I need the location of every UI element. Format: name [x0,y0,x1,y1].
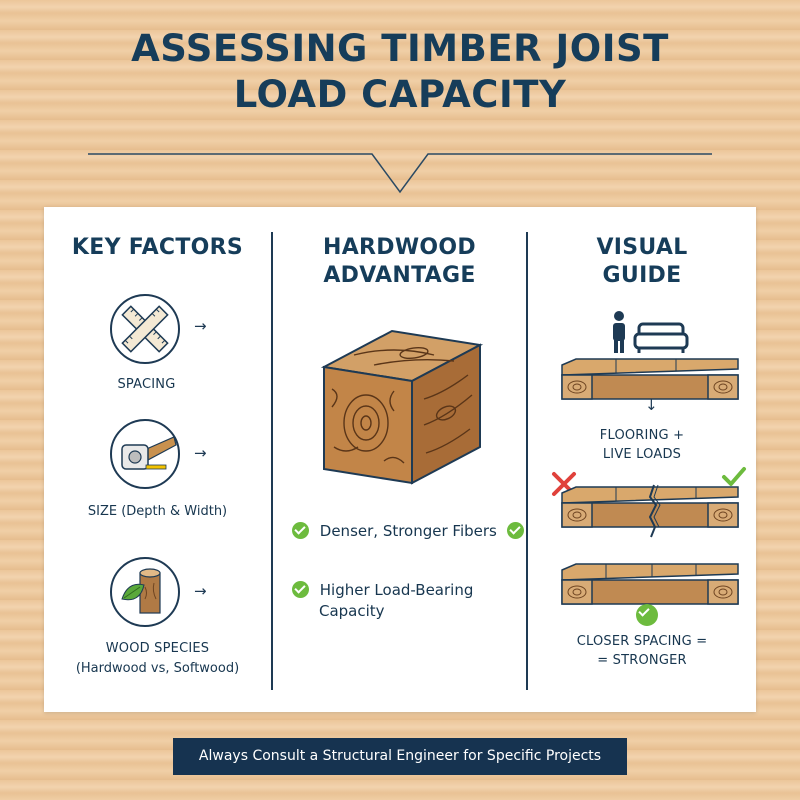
species-label-line-1: WOOD SPECIES [105,641,210,656]
visual-guide-heading-line-2: GUIDE [602,263,682,288]
size-arrow-icon: → [194,444,207,462]
content-card: KEY FACTORS → SPACING [44,207,756,712]
spacing-arrow-icon: → [194,317,207,335]
column-divider-2 [526,232,528,690]
spacing-cross-icon [110,294,180,364]
visual-guide-heading: VISUAL GUIDE [528,234,756,290]
benefit-row-1: Denser, Stronger Fibers [292,521,524,542]
column-divider-1 [271,232,273,690]
check-icon [292,522,309,539]
log-leaf-icon [110,557,180,627]
species-label-line-2: (Hardwood vs, Softwood) [75,661,240,676]
check-icon [292,581,309,598]
floor-joists-loaded-icon [561,358,739,400]
hardwood-heading-line-2: ADVANTAGE [323,263,476,288]
benefit-2-text-line-1: Higher Load-Bearing [319,581,474,599]
result-label-line-1: CLOSER SPACING = [576,634,708,649]
page-title: ASSESSING TIMBER JOIST LOAD CAPACITY [0,26,800,118]
hardwood-block-icon [320,329,484,485]
check-icon [506,522,524,539]
floor-joists-close-spacing-icon [561,563,739,605]
species-arrow-icon: → [194,582,207,600]
key-factors-heading: KEY FACTORS [71,235,244,260]
spacing-label: SPACING [117,377,176,392]
check-icon [636,604,658,626]
footer-banner: Always Consult a Structural Engineer for… [173,738,627,775]
hardwood-heading: HARDWOOD ADVANTAGE [273,234,526,290]
benefit-2-text-line-2: Capacity [319,602,385,620]
floor-joists-cracked-icon [561,484,739,538]
hardwood-heading-line-1: HARDWOOD [323,235,476,260]
benefit-row-2: Higher Load-Bearing [292,580,473,601]
title-line-2: LOAD CAPACITY [233,73,567,116]
benefit-1-text: Denser, Stronger Fibers [319,522,497,540]
load-label-line-2: LIVE LOADS [602,447,682,462]
title-line-1: ASSESSING TIMBER JOIST [131,27,669,70]
visual-guide-heading-line-1: VISUAL [596,235,688,260]
load-arrow-icon: ↓ [645,396,658,414]
result-label-line-2: = STRONGER [597,653,687,668]
correct-check-icon [722,467,746,486]
size-label: SIZE (Depth & Width) [87,504,228,519]
tape-measure-icon [110,419,180,489]
title-divider [88,153,712,194]
person-sofa-icon [613,311,689,353]
load-label-line-1: FLOORING + [599,428,685,443]
